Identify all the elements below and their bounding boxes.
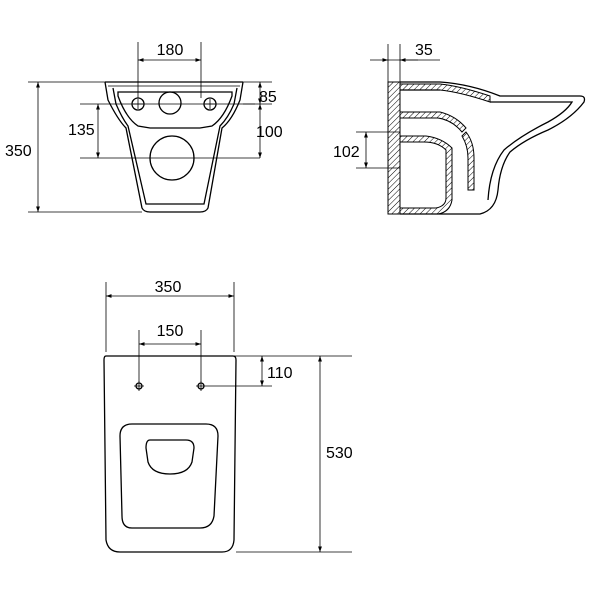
dim-150: 150 xyxy=(157,323,184,340)
back-view-outline xyxy=(104,81,244,213)
mounting-plate xyxy=(117,91,233,129)
water-inlet xyxy=(158,91,182,115)
back-view-inner-outline xyxy=(112,87,238,205)
dim-102: 102 xyxy=(333,144,360,161)
dim-85: 85 xyxy=(259,89,277,106)
side-view-dimensions: 35 102 xyxy=(333,42,440,168)
top-view xyxy=(103,282,352,553)
side-view xyxy=(356,44,586,215)
side-view-rim-section xyxy=(399,83,491,103)
dim-135: 135 xyxy=(68,122,95,139)
dim-180: 180 xyxy=(157,42,184,59)
top-view-dimensions: 350 150 110 530 xyxy=(106,279,353,552)
dim-35: 35 xyxy=(415,42,433,59)
toilet-lid xyxy=(119,423,219,529)
dim-350-width: 350 xyxy=(155,279,182,296)
bowl-opening xyxy=(145,439,195,475)
dim-100: 100 xyxy=(256,124,283,141)
top-view-outline xyxy=(103,355,237,553)
side-view-wall-section xyxy=(387,81,401,215)
dim-530: 530 xyxy=(326,445,353,462)
back-view xyxy=(28,42,272,213)
dim-350-height: 350 xyxy=(5,143,32,160)
dim-110: 110 xyxy=(267,365,293,382)
back-view-dimensions: 180 85 100 135 350 xyxy=(5,42,283,212)
hinge-hole-left xyxy=(134,381,144,391)
side-view-bowl-outline xyxy=(400,81,586,215)
hinge-hole-right xyxy=(196,381,206,391)
